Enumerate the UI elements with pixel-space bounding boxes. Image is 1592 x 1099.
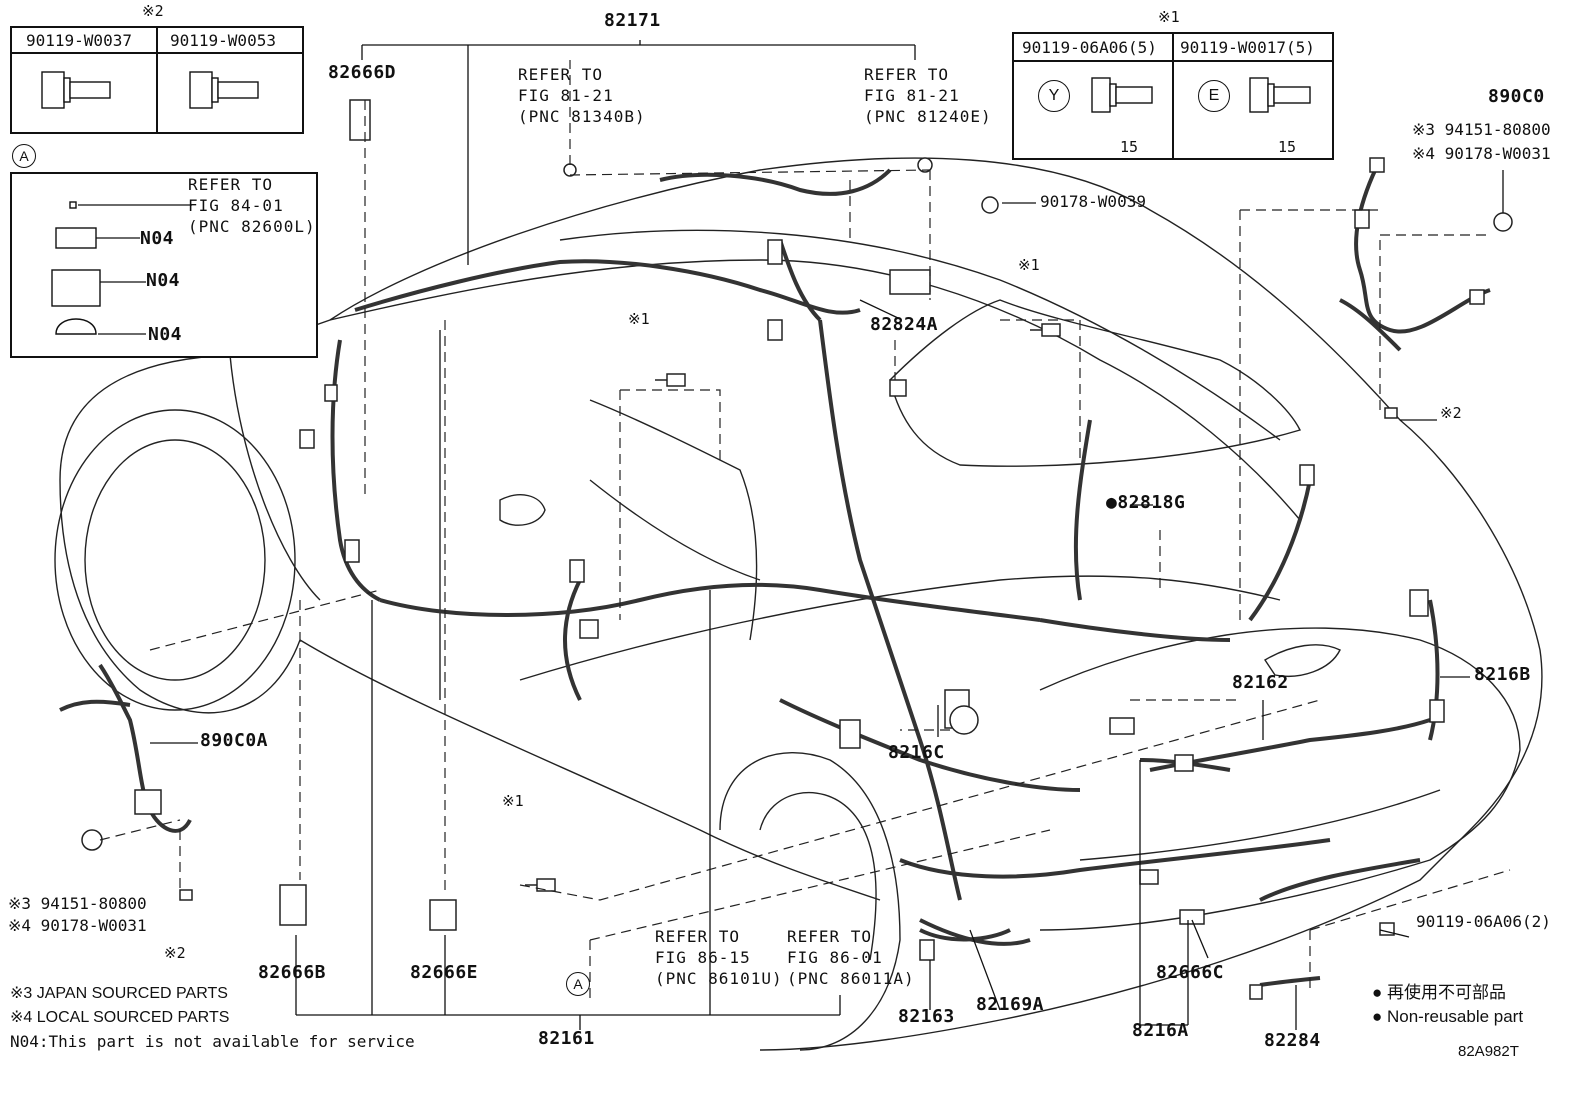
mark-1-table: ※1 [1158,8,1180,26]
note-local-sourced: ※4 LOCAL SOURCED PARTS [10,1009,230,1026]
part-label-90119-06a06-2: 90119-06A06(2) [1416,912,1551,931]
inset-part-n04-1: N04 [140,228,175,249]
bolt-table-right-col1: 90119-06A06(5) [1022,38,1157,57]
part-label-82171: 82171 [604,10,661,31]
part-label-82824a: 82824A [870,314,939,335]
mark-1-upper: ※1 [1018,256,1040,274]
part-label-82169a: 82169A [976,994,1045,1015]
mark-4-left: ※4 90178-W0031 [8,916,147,935]
part-label-82818g: ●82818G [1106,492,1186,513]
part-label-82666c: 82666C [1156,962,1225,983]
mark-4-right: ※4 90178-W0031 [1412,144,1551,163]
mark-3-right: ※3 94151-80800 [1412,120,1551,139]
y-marked-bolt-head-icon: Y [1038,80,1070,112]
legend-non-reusable-en: ● Non-reusable part [1372,1007,1524,1026]
refer-to-fig-84-01: REFER TO FIG 84-01 (PNC 82600L) [188,175,316,236]
view-a-callout-circle: A [566,972,590,996]
mark-1-middle: ※1 [628,310,650,328]
refer-to-fig-86-01: REFER TO FIG 86-01 (PNC 86011A) [787,927,915,988]
refer-to-fig-81-21-81240e: REFER TO FIG 81-21 (PNC 81240E) [864,65,992,126]
part-label-8216b: 8216B [1474,664,1531,685]
inset-a-circle: A [12,144,36,168]
part-label-82666d: 82666D [328,62,397,83]
part-label-8216a: 8216A [1132,1020,1189,1041]
mark-3-left: ※3 94151-80800 [8,894,147,913]
bolt-table-right: 90119-06A06(5) 90119-W0017(5) Y E 15 15 [1012,32,1334,160]
part-label-890c0: 890C0 [1488,86,1545,107]
part-label-82284: 82284 [1264,1030,1321,1051]
part-label-90178-w0039: 90178-W0039 [1040,192,1146,211]
flange-bolt-icons [41,71,259,109]
part-label-82163: 82163 [898,1006,955,1027]
dim-15-left: 15 [1120,138,1139,156]
note-japan-sourced: ※3 JAPAN SOURCED PARTS [10,985,228,1002]
refer-to-fig-81-21-81340b: REFER TO FIG 81-21 (PNC 81340B) [518,65,646,126]
part-label-8216c: 8216C [888,742,945,763]
inset-a-clip-icons [51,201,192,335]
part-label-82161: 82161 [538,1028,595,1049]
bolt-table-left: 90119-W0037 90119-W0053 [10,26,304,134]
dim-15-right: 15 [1278,138,1297,156]
refer-to-fig-86-15: REFER TO FIG 86-15 (PNC 86101U) [655,927,783,988]
e-marked-bolt-head-icon: E [1198,80,1230,112]
bolt-table-left-col2: 90119-W0053 [170,31,276,50]
part-label-82162: 82162 [1232,672,1289,693]
legend-non-reusable-jp: ● 再使用不可部品 [1372,983,1506,1002]
hex-bolt-icons [1091,77,1311,113]
figure-id: 82A982T [1458,1043,1519,1060]
inset-part-n04-2: N04 [146,270,181,291]
mark-1-lower: ※1 [502,792,524,810]
bolt-table-left-col1: 90119-W0037 [26,31,132,50]
part-label-890c0a: 890C0A [200,730,269,751]
mark-2-table: ※2 [142,2,164,20]
part-label-82666b: 82666B [258,962,327,983]
inset-part-n04-3: N04 [148,324,183,345]
part-label-82666e: 82666E [410,962,479,983]
bolt-table-right-col2: 90119-W0017(5) [1180,38,1315,57]
mark-2-right: ※2 [1440,404,1462,422]
inset-a-box: N04 N04 N04 [10,172,318,358]
note-n04-not-available: N04:This part is not available for servi… [10,1032,415,1051]
mark-2-left: ※2 [164,944,186,962]
